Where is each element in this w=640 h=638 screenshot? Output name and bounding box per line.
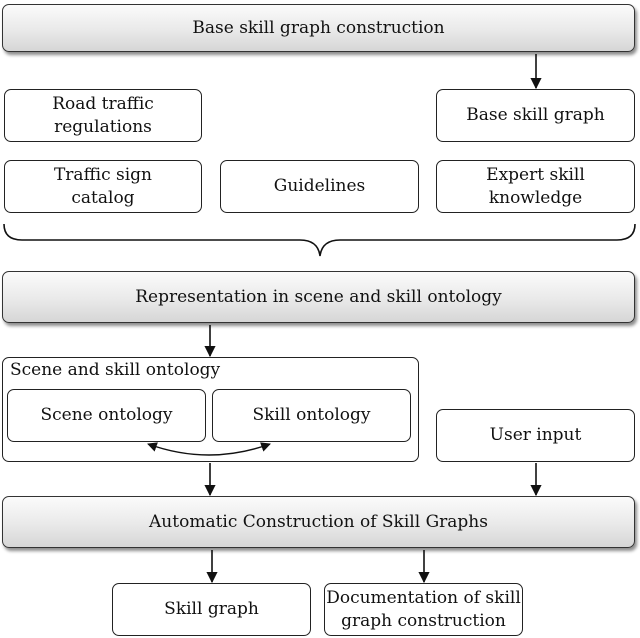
road-traffic-regulations-label: Road traffic regulations [52,94,154,137]
expert-skill-knowledge-label: Expert skill knowledge [486,165,585,208]
representation-bar: Representation in scene and skill ontolo… [2,271,635,323]
base-skill-graph-label: Base skill graph [466,105,605,126]
base-skill-graph-construction-label: Base skill graph construction [192,17,445,38]
user-input-box: User input [436,409,635,462]
skill-graph-label: Skill graph [164,599,259,620]
expert-skill-knowledge-box: Expert skill knowledge [436,160,635,213]
user-input-label: User input [489,425,582,446]
documentation-box: Documentation of skill graph constructio… [324,583,523,636]
automatic-construction-bar: Automatic Construction of Skill Graphs [2,496,635,548]
skill-ontology-label: Skill ontology [252,405,371,426]
curly-brace [3,223,636,257]
scene-ontology-box: Scene ontology [7,389,206,442]
skill-ontology-box: Skill ontology [212,389,411,442]
skill-graph-box: Skill graph [112,583,311,636]
traffic-sign-catalog-label: Traffic sign catalog [53,165,153,208]
road-traffic-regulations-box: Road traffic regulations [4,89,202,142]
base-skill-graph-box: Base skill graph [436,89,635,142]
representation-label: Representation in scene and skill ontolo… [135,286,502,307]
scene-ontology-label: Scene ontology [40,405,173,426]
guidelines-label: Guidelines [273,176,366,197]
automatic-construction-label: Automatic Construction of Skill Graphs [149,511,488,532]
base-skill-graph-construction-bar: Base skill graph construction [2,4,635,52]
guidelines-box: Guidelines [220,160,419,213]
ontology-group-title: Scene and skill ontology [10,360,221,380]
traffic-sign-catalog-box: Traffic sign catalog [4,160,202,213]
documentation-label: Documentation of skill graph constructio… [326,588,521,631]
